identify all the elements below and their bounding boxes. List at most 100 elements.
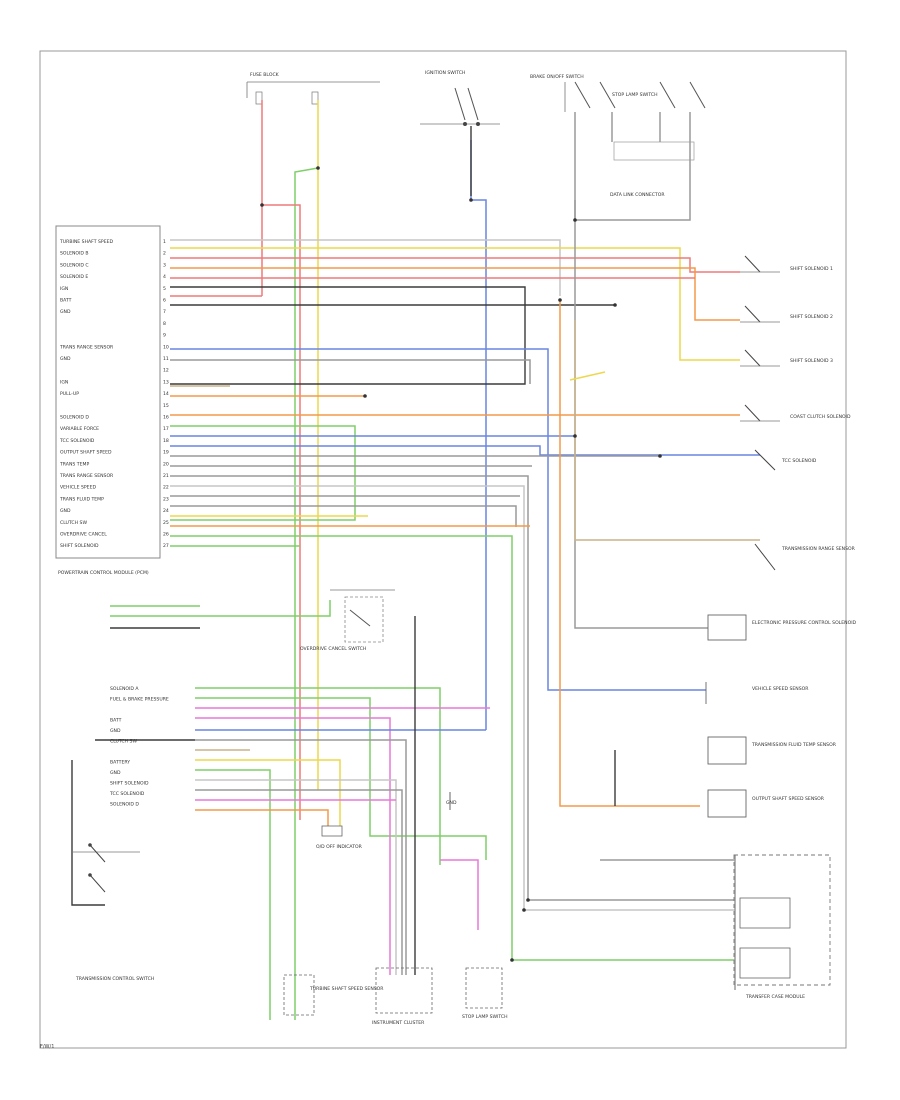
splice-dot: [658, 454, 662, 458]
epc-solenoid: ELECTRONIC PRESSURE CONTROL SOLENOID: [707, 614, 857, 641]
instrument-cluster-label: INSTRUMENT CLUSTER: [372, 1020, 425, 1026]
stop-lamp-lower-label: STOP LAMP SWITCH: [462, 1014, 508, 1020]
turbine-sensor-label: TURBINE SHAFT SPEED SENSOR: [309, 986, 384, 992]
tft-label: TRANSMISSION FLUID TEMP SENSOR: [751, 742, 837, 748]
pcm-pin-label: TRANS FLUID TEMP: [59, 496, 104, 502]
pcm-pin-number: 8: [163, 321, 166, 327]
pcm-pin-number: 27: [163, 543, 169, 549]
pcm-pin-number: 2: [163, 251, 166, 257]
pcm-pin-label: TRANS RANGE SENSOR: [59, 473, 114, 479]
gray-wire: [170, 475, 735, 901]
gray-wire: [170, 359, 531, 384]
coast-clutch-label: COAST CLUTCH SOLENOID: [790, 414, 851, 420]
dlc-label: DATA LINK CONNECTOR: [610, 192, 665, 198]
pcm-pin-number: 12: [163, 368, 169, 374]
tcs-label: TRANSMISSION CONTROL SWITCH: [75, 976, 154, 982]
pcm-pin-label: PULL-UP: [60, 391, 79, 397]
splice-dot: [469, 198, 473, 202]
pcm-pin-number: 21: [163, 473, 169, 479]
tcm-pin-label: GND: [110, 770, 121, 776]
shift-solenoid-2-label: SHIFT SOLENOID 2: [790, 314, 833, 320]
splice-dot: [613, 303, 617, 307]
splice-dot: [558, 298, 562, 302]
pcm-pin-number: 13: [163, 379, 169, 385]
pcm-pin-number: 6: [163, 298, 166, 304]
pcm-pin-label: TURBINE SHAFT SPEED: [59, 239, 113, 245]
pcm-pin-number: 3: [163, 262, 166, 268]
gray-wire: [574, 200, 708, 629]
stop-lamp-lower: STOP LAMP SWITCH: [462, 967, 508, 1020]
shift-solenoid-3-label: SHIFT SOLENOID 3: [790, 358, 833, 364]
ground-label: GND: [446, 800, 457, 806]
orange-wire: [195, 809, 329, 826]
tcm-pin-label: SOLENOID A: [110, 686, 139, 692]
right-sensors: ELECTRONIC PRESSURE CONTROL SOLENOID VEH…: [705, 614, 857, 1000]
black-wire: [71, 760, 105, 906]
shift-solenoid-1-switch: SHIFT SOLENOID 1: [740, 255, 833, 273]
brake-switch-label: BRAKE ON/OFF SWITCH: [530, 74, 584, 80]
splice-dot: [363, 394, 367, 398]
tcm-pin-label: FUEL & BRAKE PRESSURE: [110, 697, 169, 703]
green-wire: [170, 425, 356, 521]
od-indicator-label: O/D OFF INDICATOR: [316, 844, 363, 850]
figure-number: F/W/1: [40, 1044, 55, 1050]
overdrive-indicator: O/D OFF INDICATOR: [316, 825, 363, 850]
tan-wire: [574, 320, 760, 541]
red-wire: [262, 204, 301, 820]
gray-wire: [170, 505, 517, 527]
yellow-wire: [195, 759, 341, 826]
pcm-pin-label: IGN: [60, 286, 68, 292]
pcm-pin-number: 22: [163, 485, 169, 491]
stop-lamp-label: STOP LAMP SWITCH: [612, 92, 658, 98]
green-wire: [195, 687, 441, 865]
pcm-pin-label: GND: [60, 356, 71, 362]
ignition-switch-label: IGNITION SWITCH: [425, 70, 465, 76]
pcm-pin-label: SHIFT SOLENOID: [60, 543, 99, 549]
pcm-pin-number: 1: [163, 239, 166, 245]
pcm-pin-number: 19: [163, 450, 169, 456]
pcm-caption: POWERTRAIN CONTROL MODULE (PCM): [58, 570, 149, 576]
tcm-pin-label: TCC SOLENOID: [109, 791, 145, 797]
pcm-pin-label: GND: [60, 309, 71, 315]
pink-wire: [195, 717, 391, 975]
green-wire: [294, 167, 319, 1020]
pcm-pin-number: 26: [163, 532, 169, 538]
pcm-pin-number: 25: [163, 520, 169, 526]
tcm-pin-label: CLUTCH SW: [110, 739, 137, 745]
tcc-solenoid-label: TCC SOLENOID: [781, 458, 817, 464]
transfer-case-module: TRANSFER CASE MODULE: [733, 854, 831, 1000]
pcm-pin-label: TRANS RANGE SENSOR: [59, 344, 114, 350]
pcm-pin-number: 18: [163, 438, 169, 444]
pcm-pin-label: TCC SOLENOID: [59, 438, 95, 444]
ignition-switch: IGNITION SWITCH: [420, 70, 500, 126]
pcm-pin-number: 20: [163, 461, 169, 467]
pcm-pin-label: OVERDRIVE CANCEL: [60, 532, 107, 538]
pcm-pin-number: 5: [163, 286, 166, 292]
pcm-pin-label: SOLENOID E: [60, 274, 88, 280]
shift-solenoid-3-switch: SHIFT SOLENOID 3: [740, 349, 833, 367]
brake-on-off-switch: BRAKE ON/OFF SWITCH STOP LAMP SWITCH DAT…: [530, 74, 706, 198]
pink-wire: [440, 859, 479, 930]
splice-dot: [573, 218, 577, 222]
pcm-pin-number: 15: [163, 403, 169, 409]
pcm-pin-label: OUTPUT SHAFT SPEED: [60, 450, 112, 456]
pcm-pin-number: 24: [163, 508, 169, 514]
coast-clutch-switch: COAST CLUTCH SOLENOID: [740, 404, 851, 422]
diagram-border: [39, 50, 847, 1049]
pcm-pin-number: 9: [163, 333, 166, 339]
vss-label: VEHICLE SPEED SENSOR: [752, 686, 809, 692]
pcm-pin-number: 23: [163, 496, 169, 502]
epc-label: ELECTRONIC PRESSURE CONTROL SOLENOID: [752, 620, 857, 626]
pcm-pin-number: 17: [163, 426, 169, 432]
od-cancel-label: OVERDRIVE CANCEL SWITCH: [300, 646, 366, 652]
transmission-control-switch: TRANSMISSION CONTROL SWITCH: [72, 843, 154, 982]
pcm-pin-label: SOLENOID C: [60, 262, 89, 268]
ground-point: GND: [446, 792, 457, 810]
shift-solenoid-switches: SHIFT SOLENOID 1 SHIFT SOLENOID 2 SHIFT …: [740, 255, 856, 571]
green-wire: [195, 697, 487, 860]
